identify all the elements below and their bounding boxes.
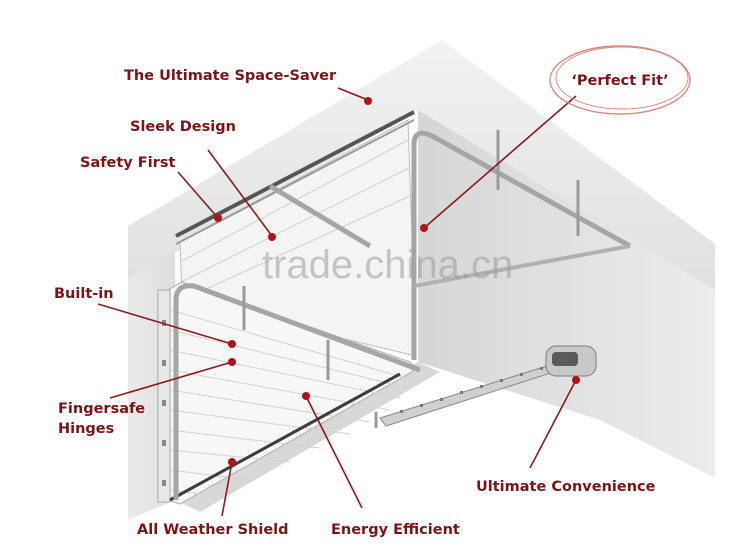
back-right-wall: [418, 110, 715, 478]
hinges-label: Hinges: [58, 421, 114, 437]
ceiling-wall: [128, 40, 715, 290]
weather-shield-label: All Weather Shield: [137, 522, 289, 538]
callout-markers: [214, 97, 580, 466]
built-in-label: Built-in: [54, 286, 114, 302]
callout-leaders: [97, 87, 577, 517]
sleek-design-label: Sleek Design: [130, 119, 236, 135]
safety-first-label: Safety First: [80, 155, 175, 171]
floor-left: [175, 362, 440, 512]
energy-efficient-label: Energy Efficient: [331, 522, 460, 538]
door-tracks: [173, 110, 632, 500]
space-saver-label: The Ultimate Space-Saver: [124, 68, 337, 84]
perfect-fit-badge: ‘Perfect Fit’: [549, 45, 691, 115]
fingersafe-label: Fingersafe: [58, 401, 145, 417]
callout-labels: The Ultimate Space-Saver Sleek Design Sa…: [54, 68, 656, 538]
perfect-fit-label: ‘Perfect Fit’: [571, 73, 668, 89]
ultimate-convenience-label: Ultimate Convenience: [476, 479, 656, 495]
watermark-text: trade.china.cn: [262, 243, 513, 287]
